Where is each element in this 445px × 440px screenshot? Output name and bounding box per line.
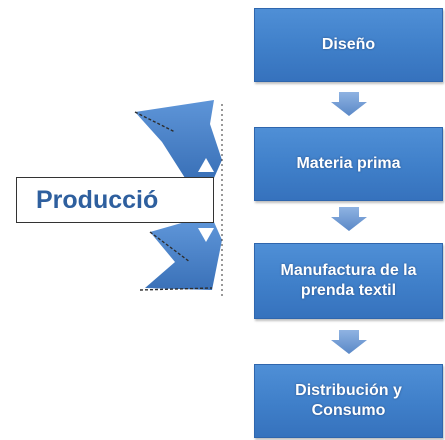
step-label: Materia prima — [296, 155, 401, 172]
down-arrow-icon — [331, 330, 367, 354]
step-label: Distribución y Consumo — [295, 382, 402, 419]
bracket-arrow — [134, 100, 223, 296]
lower-arrowhead-icon — [198, 228, 214, 242]
step-manufactura: Manufactura de la prenda textil — [254, 243, 443, 319]
step-label: Diseño — [321, 36, 376, 53]
lower-fan-arrow — [145, 222, 222, 290]
down-arrow-icon — [331, 92, 367, 116]
production-label: Producció — [36, 185, 159, 214]
down-arrow-icon — [331, 207, 367, 231]
production-label-box: Producció — [16, 177, 214, 223]
upper-fan-arrow — [135, 100, 222, 178]
fan-shadow-lines — [134, 111, 213, 291]
step-distribucion: Distribución y Consumo — [254, 364, 443, 438]
step-label: Manufactura de la prenda textil — [280, 262, 417, 299]
step-materia-prima: Materia prima — [254, 127, 443, 201]
upper-arrowhead-icon — [198, 158, 214, 172]
step-diseno: Diseño — [254, 8, 443, 82]
